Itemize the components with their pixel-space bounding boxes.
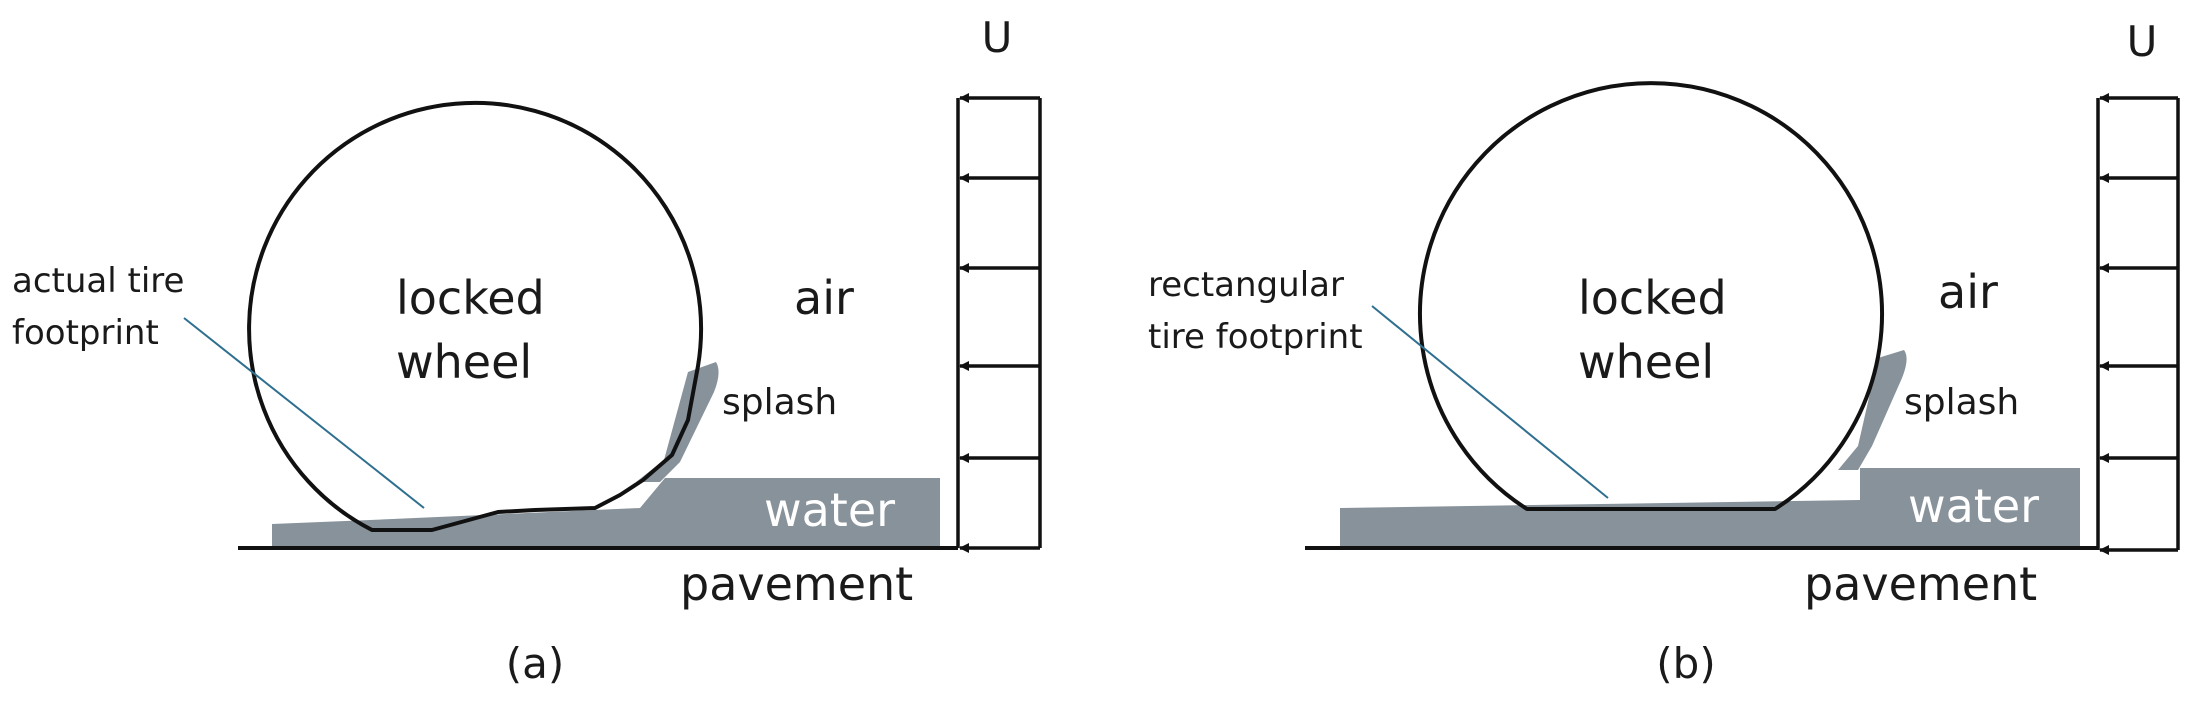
- footprint-label-line1-a: actual tire: [12, 261, 184, 301]
- wheel-a: [247, 100, 704, 532]
- footprint-label-line1-b: rectangular: [1148, 265, 1344, 305]
- caption-b: (b): [1656, 639, 1715, 688]
- velocity-profile-a: [956, 93, 1042, 553]
- pavement-label-b: pavement: [1804, 557, 2037, 611]
- footprint-leader-b: [1371, 305, 1609, 499]
- splash-label-a: splash: [722, 382, 837, 423]
- wheel-label-line1-b: locked: [1578, 271, 1727, 325]
- footprint-label-line2-b: tire footprint: [1148, 317, 1363, 357]
- wheel-b: [1418, 81, 1884, 511]
- velocity-label-b: U: [2127, 17, 2158, 66]
- splash-a: [636, 362, 719, 482]
- wheel-label-line2-b: wheel: [1578, 335, 1714, 389]
- splash-label-b: splash: [1904, 382, 2019, 423]
- footprint-leader-a: [183, 317, 425, 509]
- caption-a: (a): [506, 639, 565, 688]
- velocity-label-a: U: [982, 13, 1013, 62]
- wheel-label-line1-a: locked: [396, 271, 545, 325]
- wheel-label-line2-a: wheel: [396, 335, 532, 389]
- panel-b: U locked wheel air splash water pavement…: [1148, 17, 2180, 688]
- splash-b: [1838, 350, 1907, 470]
- water-label-b: water: [1908, 479, 2039, 533]
- air-label-b: air: [1938, 265, 1998, 319]
- pavement-label-a: pavement: [680, 557, 913, 611]
- panel-a: U locked wheel air splash water pavement…: [12, 13, 1042, 688]
- air-label-a: air: [794, 271, 854, 325]
- footprint-label-line2-a: footprint: [12, 313, 159, 353]
- velocity-profile-b: [2096, 93, 2180, 555]
- water-label-a: water: [764, 483, 895, 537]
